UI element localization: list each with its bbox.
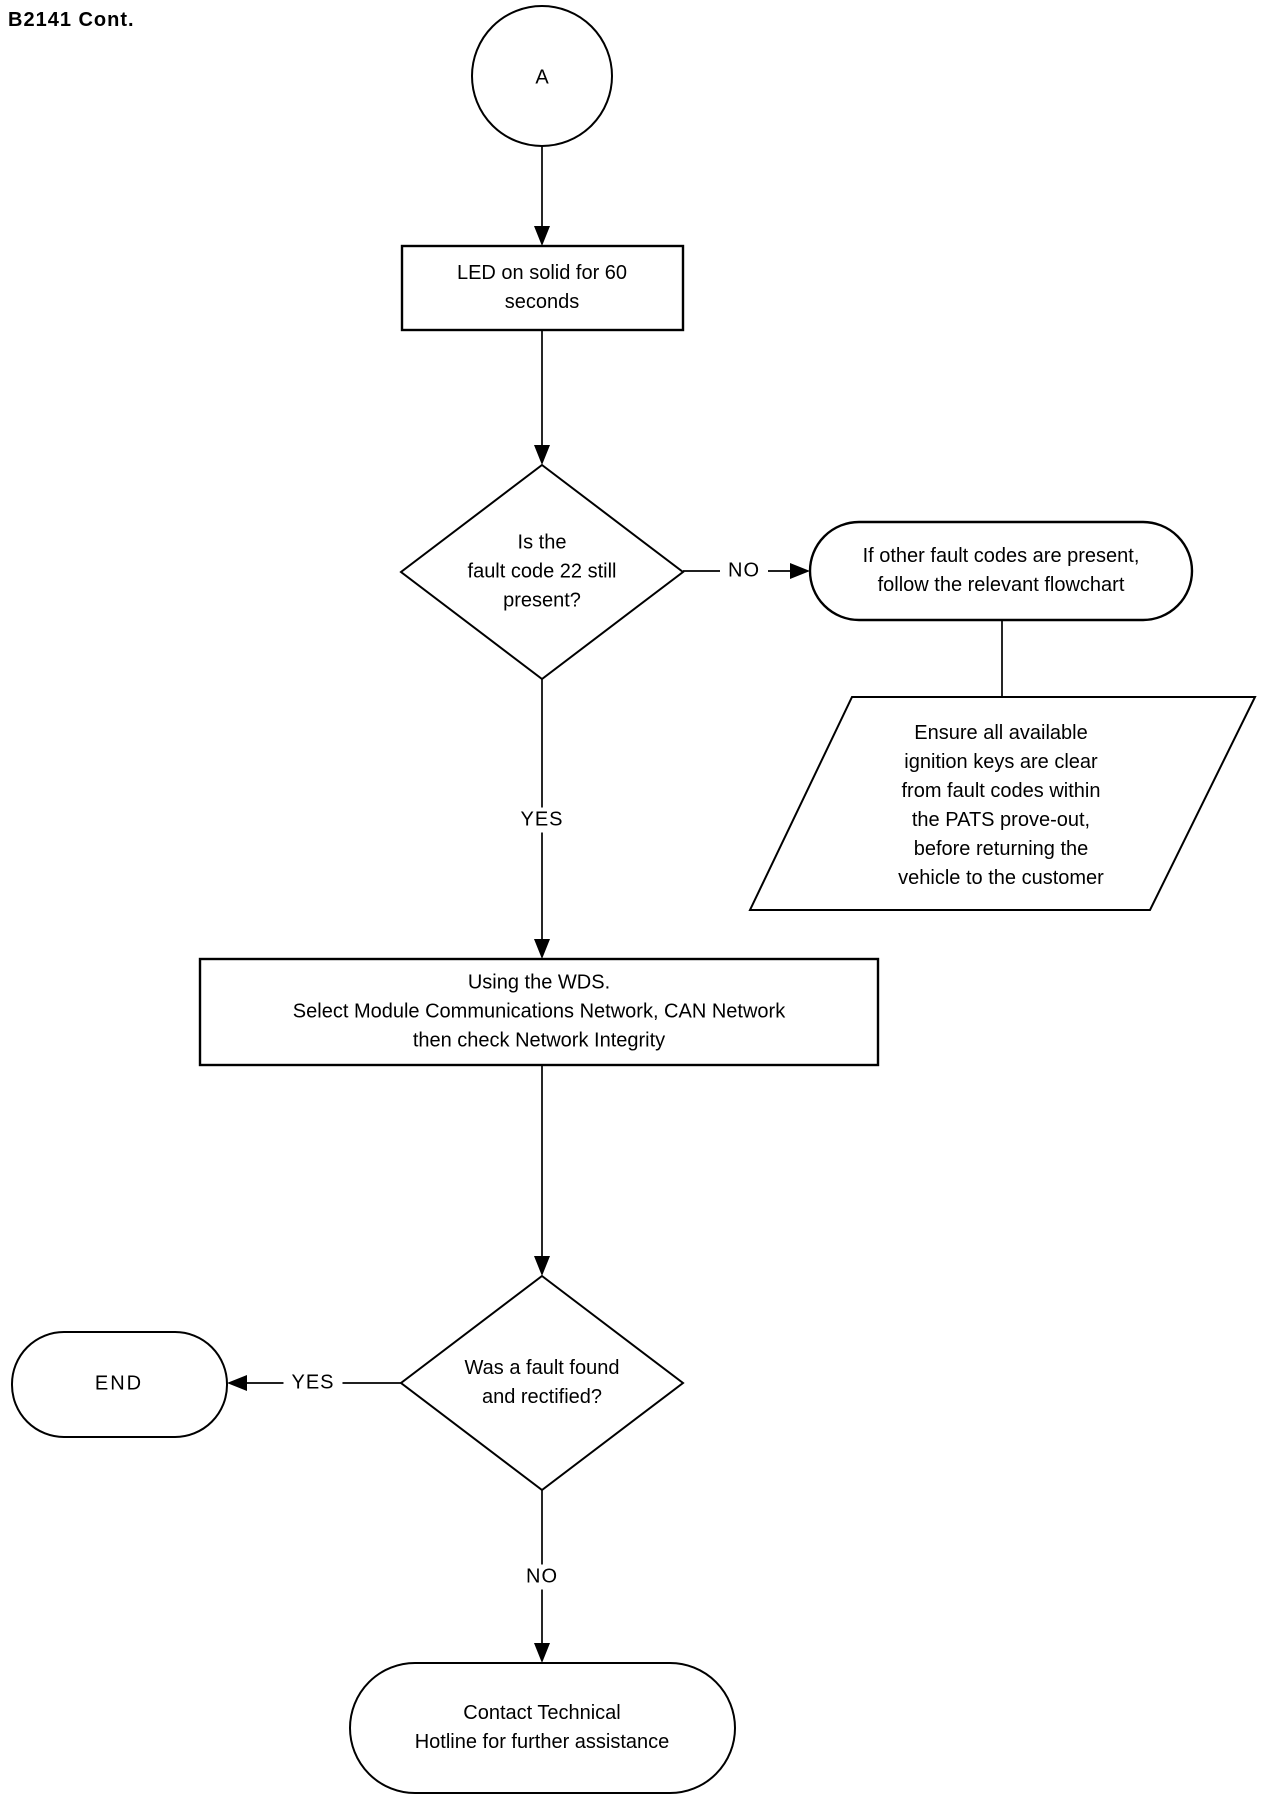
process-wds-box (198, 957, 880, 1067)
terminator-end (11, 1331, 228, 1438)
edge-label-no-decision1: NO (720, 558, 768, 584)
edge-label-no-decision2: NO (518, 1564, 566, 1590)
page-title: B2141 Cont. (8, 9, 135, 31)
process-led-text: LED on solid for 60 seconds (456, 262, 628, 313)
terminator-end-text: END (94, 1372, 144, 1395)
decision-fault-found-diamond (399, 1274, 685, 1492)
process-led-box (400, 244, 685, 332)
arrowhead-into-hotline (534, 1643, 550, 1663)
decision-fault-code-22-diamond (399, 463, 685, 681)
edge-label-yes-decision2: YES (283, 1370, 343, 1396)
terminator-contact-hotline-text: Contact Technical Hotline for further as… (414, 1702, 670, 1753)
connector-a-label: A (535, 66, 549, 89)
arrowhead-into-decision1 (534, 445, 550, 465)
arrowhead-into-decision2 (534, 1256, 550, 1276)
arrowhead-into-other-codes (790, 563, 810, 579)
arrowhead-into-wds (534, 939, 550, 959)
terminator-contact-hotline (349, 1662, 736, 1794)
decision-fault-code-22-text: Is the fault code 22 still present? (467, 531, 617, 612)
terminator-other-codes-text: If other fault codes are present, follow… (862, 545, 1140, 596)
edge-label-yes-decision1: YES (512, 807, 572, 833)
terminator-other-codes (808, 520, 1194, 622)
decision-fault-found-text: Was a fault found and rectified? (464, 1357, 620, 1408)
process-wds-text: Using the WDS. Select Module Communicati… (292, 971, 786, 1052)
arrowhead-into-end (227, 1375, 247, 1391)
io-ensure-keys-text: Ensure all available ignition keys are c… (898, 722, 1104, 889)
arrowhead-into-led (534, 226, 550, 246)
connector-a-circle (471, 5, 613, 147)
io-ensure-keys-parallelogram (748, 696, 1257, 911)
